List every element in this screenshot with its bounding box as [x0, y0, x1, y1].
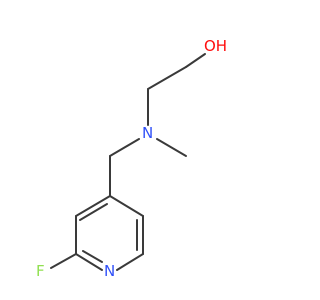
- bond-o-c1: [185, 53, 206, 68]
- ring-bond-c4-c3: [75, 195, 111, 217]
- molecule-structure-diagram: OH N N F: [36, 37, 228, 280]
- hydroxyl-label: OH: [204, 37, 227, 55]
- ring-bond-c4-c3-inner: [79, 203, 108, 221]
- ring-bond-n1-c6: [116, 253, 144, 271]
- bond-lines: [50, 53, 206, 271]
- bond-c1-c2: [147, 66, 187, 90]
- ring-bond-c2-n1: [75, 253, 103, 271]
- pyridine-nitrogen-label: N: [104, 262, 115, 280]
- amine-nitrogen-label: N: [142, 124, 153, 142]
- fluorine-label: F: [36, 262, 45, 280]
- bond-n-methyl: [156, 138, 187, 157]
- ring-bond-c2-n1-inner: [82, 250, 103, 263]
- ring-bond-c5-c4: [109, 195, 144, 217]
- bond-n-c3: [109, 138, 140, 157]
- bond-c2-f: [50, 253, 77, 269]
